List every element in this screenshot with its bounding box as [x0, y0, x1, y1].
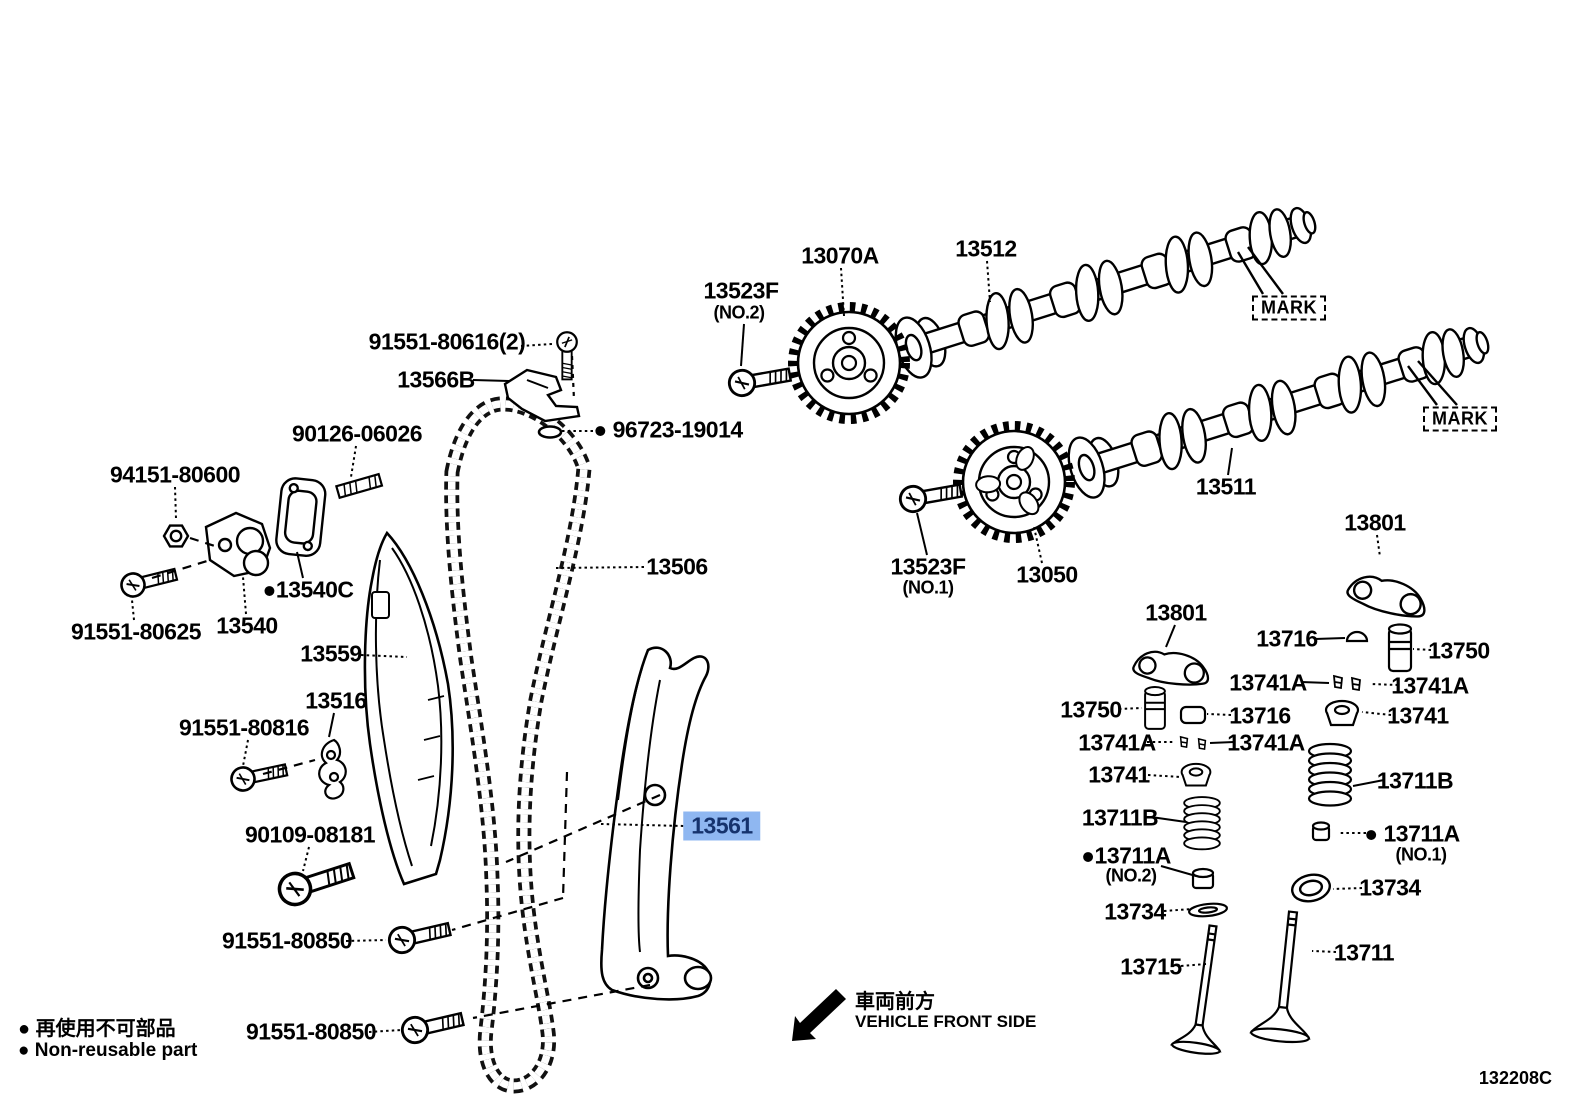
part-label-note: (NO.2) — [713, 302, 766, 323]
part-label[interactable]: 13716 — [1256, 625, 1318, 652]
part-label[interactable]: 13540 — [216, 612, 278, 639]
part-label-note: (NO.1) — [1395, 844, 1448, 865]
part-label[interactable]: 91551-80616(2) — [368, 328, 526, 355]
bolt-91551-80850-lower — [398, 1005, 467, 1047]
part-label[interactable]: 91551-80850 — [221, 927, 353, 954]
part-label[interactable]: 13523F — [703, 277, 779, 304]
bolt-90109-08181 — [273, 854, 359, 911]
part-label[interactable]: 13734 — [1104, 898, 1166, 925]
part-label[interactable]: 13516 — [305, 687, 367, 714]
valve-spring-13711b-right — [1307, 742, 1353, 807]
valve-lifter-13750-right — [1387, 623, 1413, 673]
part-label[interactable]: 13741 — [1088, 761, 1150, 788]
part-label[interactable]: 13566B — [397, 366, 475, 393]
intake-valve-13715 — [1169, 924, 1222, 1055]
legend-non-reusable-jp: ● 再使用不可部品 — [18, 1018, 176, 1040]
part-label[interactable]: 13741A — [1227, 729, 1305, 756]
part-label[interactable]: 13523F — [890, 553, 966, 580]
legend-non-reusable-en: ● Non-reusable part — [18, 1040, 198, 1061]
chain-tensioner-bracket-13566b — [503, 368, 581, 423]
bolt-13523f-no2 — [725, 360, 794, 400]
part-label[interactable]: 13512 — [955, 235, 1017, 262]
nut-94151-80600 — [162, 524, 190, 548]
part-label[interactable]: 13711 — [1333, 939, 1395, 966]
vehicle-front-side-en: VEHICLE FRONT SIDE — [855, 1012, 1037, 1031]
part-label[interactable]: 13741A — [1391, 672, 1469, 699]
part-label[interactable]: 91551-80816 — [178, 714, 310, 741]
stud-90126-06026 — [335, 473, 384, 499]
part-label-note: (NO.2) — [1105, 865, 1158, 886]
chain-guide-13561 — [600, 646, 713, 1001]
clip-13516 — [318, 738, 347, 800]
valve-stem-oil-seal-13734-right — [1291, 873, 1331, 903]
valve-spring-keepers-13741a-left — [1179, 736, 1207, 750]
gasket-13540c — [275, 477, 327, 557]
camshaft-timing-gear-13050 — [958, 426, 1070, 538]
camshaft-timing-gear-13070a — [793, 307, 905, 419]
part-label[interactable]: 13559 — [300, 640, 362, 667]
vehicle-front-side-jp: 車両前方 — [855, 991, 935, 1013]
part-label[interactable]: 13711B — [1081, 804, 1159, 831]
rocker-arm-13801-right — [1343, 568, 1432, 623]
part-label[interactable]: 13715 — [1120, 953, 1182, 980]
valve-spring-keepers-13741a-right — [1333, 675, 1361, 691]
part-label[interactable]: 90109-08181 — [244, 821, 376, 848]
leader-lines — [131, 260, 1432, 1033]
chain-tensioner-shoe-13559 — [363, 530, 454, 886]
part-label[interactable]: 13070A — [801, 242, 879, 269]
mark-label: MARK — [1423, 406, 1497, 432]
part-label[interactable]: ●13540C — [262, 576, 354, 603]
part-label[interactable]: 13716 — [1229, 702, 1291, 729]
valve-spring-13711b-left — [1183, 796, 1221, 851]
part-label[interactable]: 13734 — [1359, 874, 1421, 901]
part-label[interactable]: 13741 — [1387, 702, 1449, 729]
o-ring-96723 — [537, 425, 563, 439]
bolt-91551-80816 — [228, 757, 290, 794]
highlighted-part-label[interactable]: 13561 — [683, 811, 761, 841]
part-label[interactable]: 91551-80850 — [245, 1018, 377, 1045]
part-label[interactable]: 91551-80625 — [70, 618, 202, 645]
spring-retainer-13741-right — [1324, 699, 1360, 727]
part-label[interactable]: ● 96723-19014 — [593, 416, 743, 443]
part-label-note: (NO.1) — [902, 577, 955, 598]
mark-arrow-lower — [1407, 360, 1458, 406]
valve-stem-cap-13711a-no1 — [1311, 821, 1331, 842]
part-label[interactable]: 13741A — [1229, 669, 1307, 696]
bolt-91551-80616 — [556, 331, 578, 381]
assembly-dashed-lines — [151, 355, 661, 1020]
mark-arrow-upper — [1236, 246, 1284, 295]
part-label[interactable]: ●13711A — [1081, 842, 1171, 869]
part-label[interactable]: 13801 — [1145, 599, 1207, 626]
part-label[interactable]: 13506 — [646, 553, 708, 580]
part-label[interactable]: ● 13711A — [1364, 820, 1460, 847]
part-label[interactable]: 13750 — [1060, 696, 1122, 723]
camshaft-bearing-cap-13540 — [204, 511, 272, 578]
vehicle-front-arrow-icon — [792, 989, 846, 1041]
part-label[interactable]: 94151-80600 — [109, 461, 241, 488]
part-label[interactable]: 13750 — [1428, 637, 1490, 664]
mark-label: MARK — [1252, 295, 1326, 321]
part-label[interactable]: 13741A — [1078, 729, 1156, 756]
valve-stem-cap-13711a-no2 — [1191, 867, 1215, 890]
exhaust-valve-13711 — [1249, 910, 1311, 1044]
valve-spring-seat-13734-left — [1187, 902, 1229, 918]
part-label[interactable]: 13050 — [1016, 561, 1078, 588]
valve-adjusting-shim-13716-right — [1345, 630, 1369, 643]
timing-chain-13506 — [444, 396, 592, 1094]
part-label[interactable]: 90126-06026 — [291, 420, 423, 447]
part-label[interactable]: 13801 — [1344, 509, 1406, 536]
rocker-arm-13801-left — [1130, 646, 1213, 690]
bolt-91551-80850-upper — [385, 915, 454, 957]
bolt-91551-80625 — [117, 561, 180, 601]
valve-lifter-13750-left — [1144, 686, 1166, 730]
valve-adjusting-shim-13716-left — [1179, 705, 1207, 725]
spring-retainer-13741-left — [1180, 762, 1212, 787]
part-label[interactable]: 13711B — [1376, 767, 1454, 794]
figure-code: 132208C — [1478, 1068, 1552, 1088]
part-label[interactable]: 13511 — [1195, 473, 1257, 500]
